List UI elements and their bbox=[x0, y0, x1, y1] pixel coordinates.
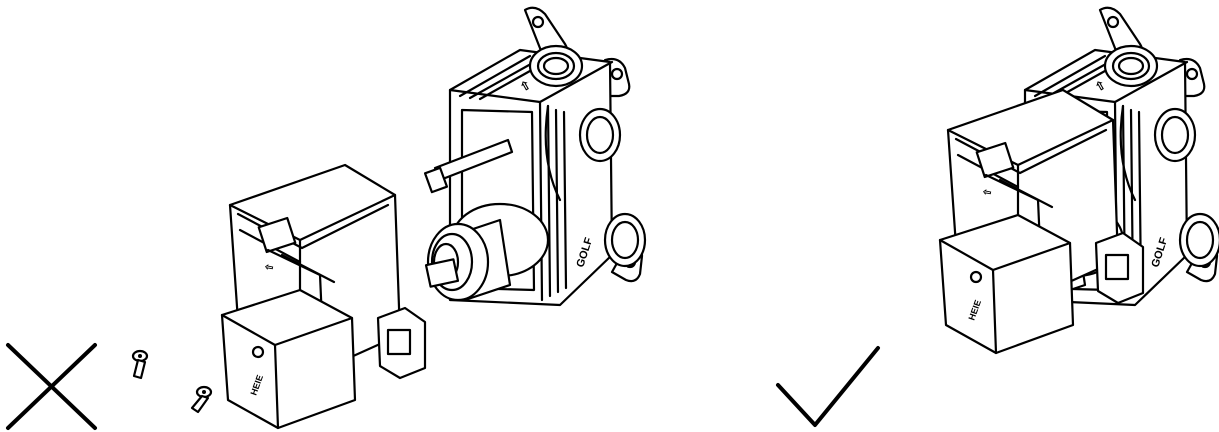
cross-icon bbox=[6, 343, 97, 430]
panel-incorrect: GOLF ⇧ HEIE ⇧ bbox=[6, 6, 647, 430]
valve-body-exploded: GOLF ⇧ bbox=[423, 6, 647, 307]
cover-arrow: ⇧ bbox=[982, 187, 994, 197]
protective-cover-fitted: HEIE ⇧ bbox=[938, 88, 1145, 355]
check-icon bbox=[776, 346, 880, 427]
protective-cover-exploded: HEIE ⇧ bbox=[220, 163, 427, 430]
screw-1 bbox=[131, 349, 149, 380]
cover-arrow: ⇧ bbox=[264, 262, 276, 272]
screw-2 bbox=[190, 385, 213, 414]
valve-body-assembled: GOLF ⇧ bbox=[999, 6, 1219, 307]
panel-correct: GOLF ⇧ HEIE ⇧ bbox=[776, 6, 1219, 427]
